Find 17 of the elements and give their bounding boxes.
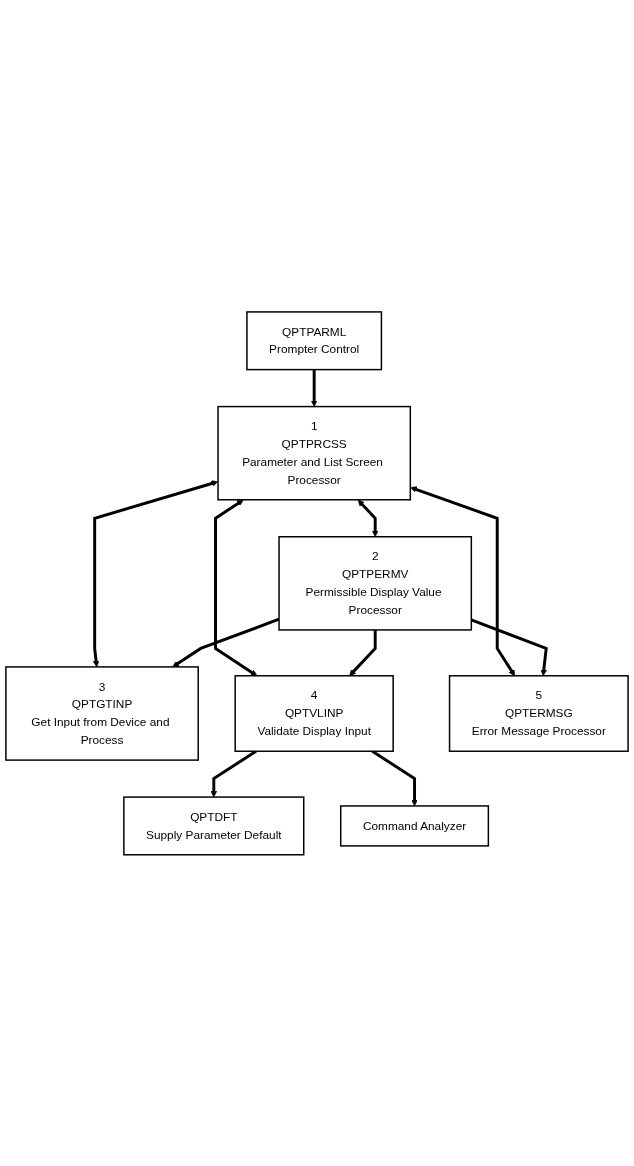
arrow <box>310 369 318 407</box>
node-box: 5 QPTERMSG Error Message Processor <box>448 674 629 752</box>
arrow <box>371 749 418 806</box>
arrow <box>92 480 219 667</box>
node-box: 1 QPTPRCSS Parameter and List Screen Processor <box>217 405 412 501</box>
node-box: QPTPARML Prompter Control <box>246 310 383 370</box>
arrow <box>214 499 258 676</box>
arrow <box>349 629 377 676</box>
arrow <box>410 486 515 676</box>
node-box: Command Analyzer <box>340 804 490 847</box>
node-box: 2 QPTPERMV Permissible Display Value Processor <box>278 535 473 631</box>
node-box: QPTDFT Supply Parameter Default <box>123 796 305 856</box>
arrow <box>357 499 379 537</box>
node-box: 4 QPTVLINP Validate Display Input <box>234 674 394 752</box>
node-box: 3 QPTGTINP Get Input from Device and Process <box>5 665 199 761</box>
arrow <box>172 617 280 667</box>
arrow <box>210 749 257 798</box>
